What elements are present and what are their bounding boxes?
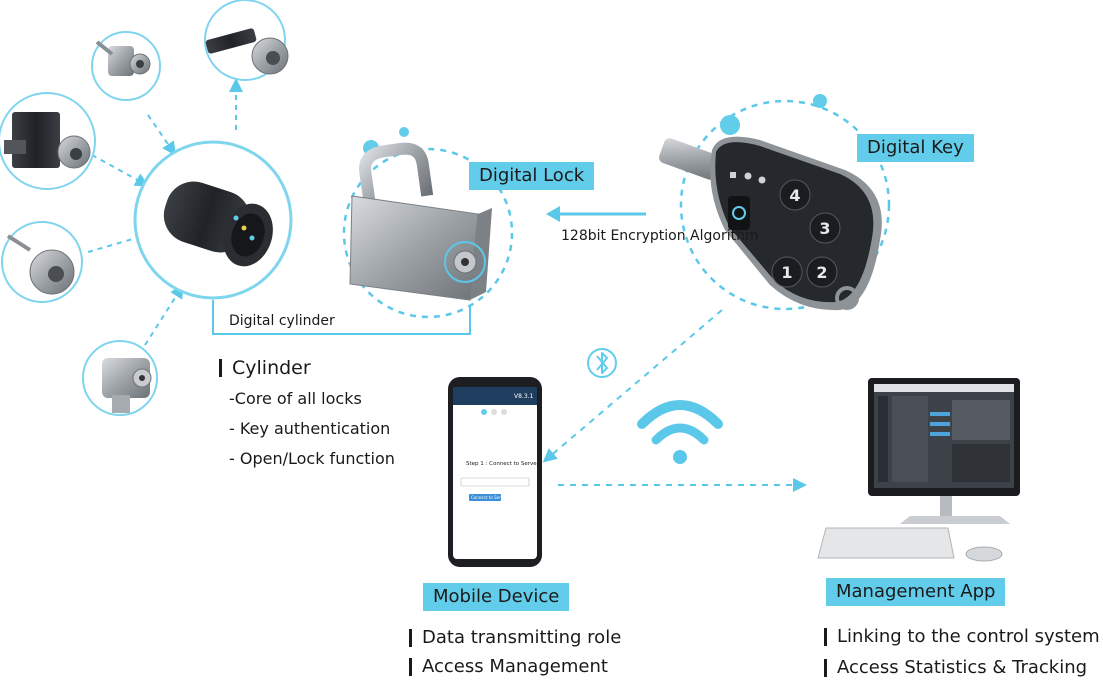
encryption-label: 128bit Encryption Algorithm [561, 228, 759, 244]
wifi-icon [637, 400, 723, 464]
key-ring-dot [720, 115, 740, 135]
encryption-arrow-head [546, 206, 560, 222]
phone-connect-button: Connect to Server [471, 495, 508, 500]
key-to-mobile-line [542, 309, 723, 463]
digital-key-ring [679, 99, 891, 311]
mobile-role: Access Management [409, 656, 608, 678]
power-icon [732, 206, 746, 220]
phone-version: V8.3.1 [514, 393, 534, 400]
key-button-4: 4 [789, 186, 800, 205]
cylinder-feature: - Open/Lock function [229, 449, 395, 468]
mobile-role: Data transmitting role [409, 627, 621, 649]
lock-ring-dot [399, 127, 409, 137]
digital-key-product: 4 3 2 1 [659, 136, 882, 311]
mobile-device-label: Mobile Device [423, 583, 570, 611]
management-computer [817, 378, 1020, 562]
digital-key-label: Digital Key [857, 134, 974, 162]
bluetooth-icon [587, 348, 617, 378]
padlock-product [349, 142, 492, 301]
key-button-3: 3 [819, 219, 830, 238]
mobile-device [448, 377, 542, 567]
key-button-2: 2 [816, 263, 827, 282]
digital-cylinder-label: Digital cylinder [229, 313, 335, 329]
lock-icon [730, 172, 736, 178]
drawer-lock [4, 112, 91, 169]
euro-cylinder [102, 358, 152, 413]
cylinder-heading: Cylinder [219, 357, 311, 379]
cylinder-feature: -Core of all locks [229, 389, 362, 408]
digital-cylinder-product [163, 181, 273, 267]
cylinder-connectors [87, 78, 243, 346]
cam-lock-lever [205, 28, 289, 75]
digital-lock-label: Digital Lock [469, 162, 595, 190]
rim-cylinder [6, 234, 75, 295]
key-button-1: 1 [781, 263, 792, 282]
key-ring-dot [813, 94, 827, 108]
cylinder-feature: - Key authentication [229, 419, 391, 438]
management-app-label: Management App [826, 578, 1006, 606]
management-role: Access Statistics & Tracking [824, 657, 1087, 679]
management-role: Linking to the control system [824, 626, 1100, 648]
phone-step-title: Step 1 : Connect to Server [466, 461, 539, 467]
cam-lock-small [95, 40, 151, 76]
